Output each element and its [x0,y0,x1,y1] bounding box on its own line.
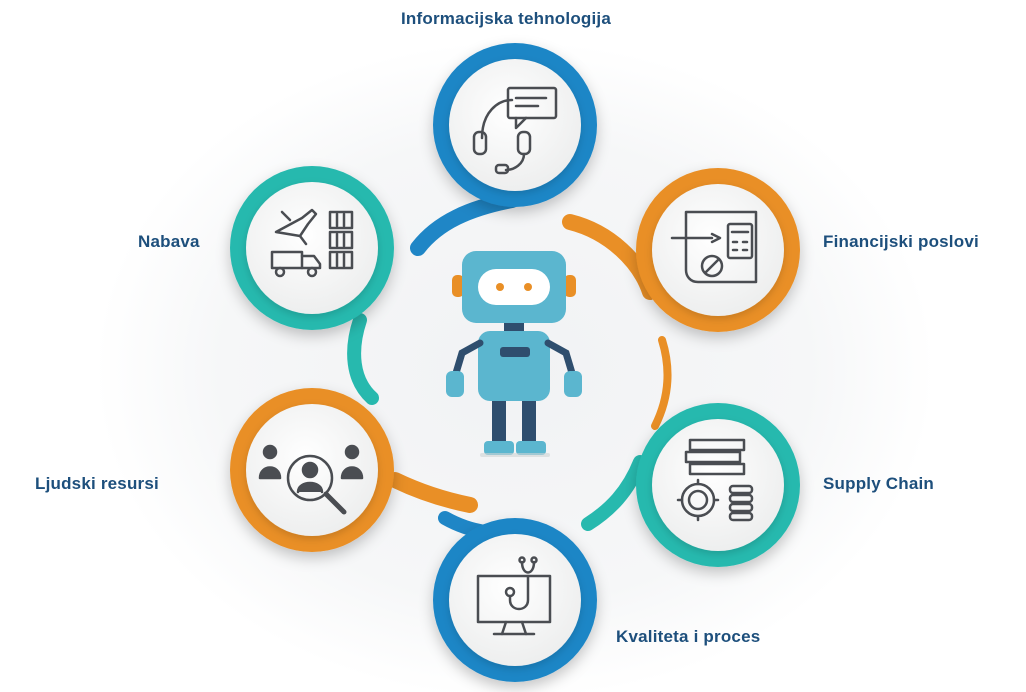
label-supply-chain: Supply Chain [823,474,935,493]
monitor-stethoscope-icon [476,556,552,636]
node-nab-disc [246,182,378,314]
connector-lj [387,472,478,513]
connector-nab [347,313,379,405]
connector-sc [581,455,647,531]
node-sc [636,403,800,567]
node-it [433,43,597,207]
node-kv [433,518,597,682]
label-kvaliteta-i-proces: Kvaliteta i proces [616,627,761,646]
label-nabava: Nabava [138,232,200,251]
label-ljudski-resursi: Ljudski resursi [35,474,159,493]
node-fin-disc [652,184,784,316]
node-nab [230,166,394,330]
node-fin [636,168,800,332]
headset-chat-icon [472,86,558,175]
plane-truck-containers-icon [270,208,354,278]
node-kv-disc [449,534,581,666]
money-gear-coins-icon [676,438,754,522]
label-informacijska-tehnologija: Informacijska tehnologija [401,9,611,28]
connector-fin-tail [651,336,672,430]
invoice-calculator-icon [670,210,758,284]
node-lj [230,388,394,552]
people-search-icon [258,444,364,515]
robot-icon [446,251,582,457]
label-financijski-poslovi: Financijski poslovi [823,232,979,251]
